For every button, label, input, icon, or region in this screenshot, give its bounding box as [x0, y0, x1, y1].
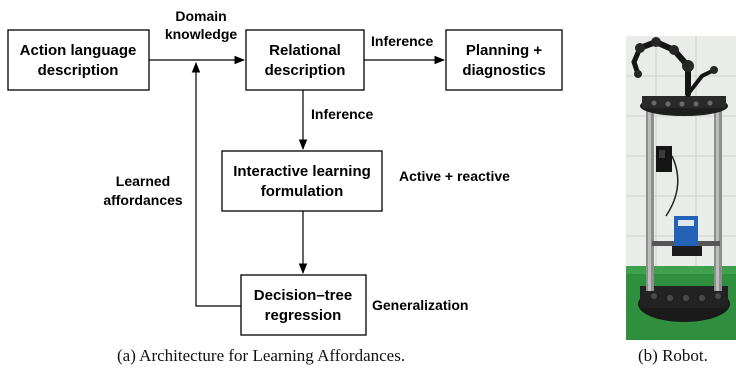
- action-language-label-line1: Action language: [20, 42, 137, 59]
- caption-b: (b) Robot.: [638, 346, 708, 365]
- robot-photo: [626, 36, 736, 340]
- caption-a: (a) Architecture for Learning Affordance…: [117, 346, 406, 365]
- inference-right-label: Inference: [371, 33, 433, 49]
- interactive-box: [221, 150, 383, 212]
- interactive-label-line2: formulation: [261, 183, 344, 200]
- feedback-arrow-learned-affordances: [191, 61, 241, 307]
- relational-label-line2: description: [265, 62, 346, 79]
- relational-box: [245, 29, 365, 91]
- domain-knowledge-label-line2: knowledge: [165, 26, 238, 42]
- decision-tree-label-line1: Decision–tree: [254, 287, 352, 304]
- relational-label-line1: Relational: [269, 42, 341, 59]
- decision-tree-label-line2: regression: [265, 307, 342, 324]
- learned-affordances-label-line2: affordances: [103, 192, 183, 208]
- learned-affordances-label-line1: Learned: [116, 173, 170, 189]
- decision-tree-box: [240, 274, 367, 336]
- planning-box: [445, 29, 563, 91]
- planning-label-line2: diagnostics: [462, 62, 545, 79]
- domain-knowledge-label-line1: Domain: [175, 8, 226, 24]
- generalization-label: Generalization: [372, 297, 468, 313]
- interactive-label-line1: Interactive learning: [233, 163, 371, 180]
- action-language-box: [7, 29, 150, 91]
- planning-label-line1: Planning +: [466, 42, 543, 59]
- inference-down-label: Inference: [311, 106, 373, 122]
- robot-illustration: [626, 36, 736, 340]
- active-reactive-label: Active + reactive: [399, 168, 510, 184]
- action-language-label-line2: description: [38, 62, 119, 79]
